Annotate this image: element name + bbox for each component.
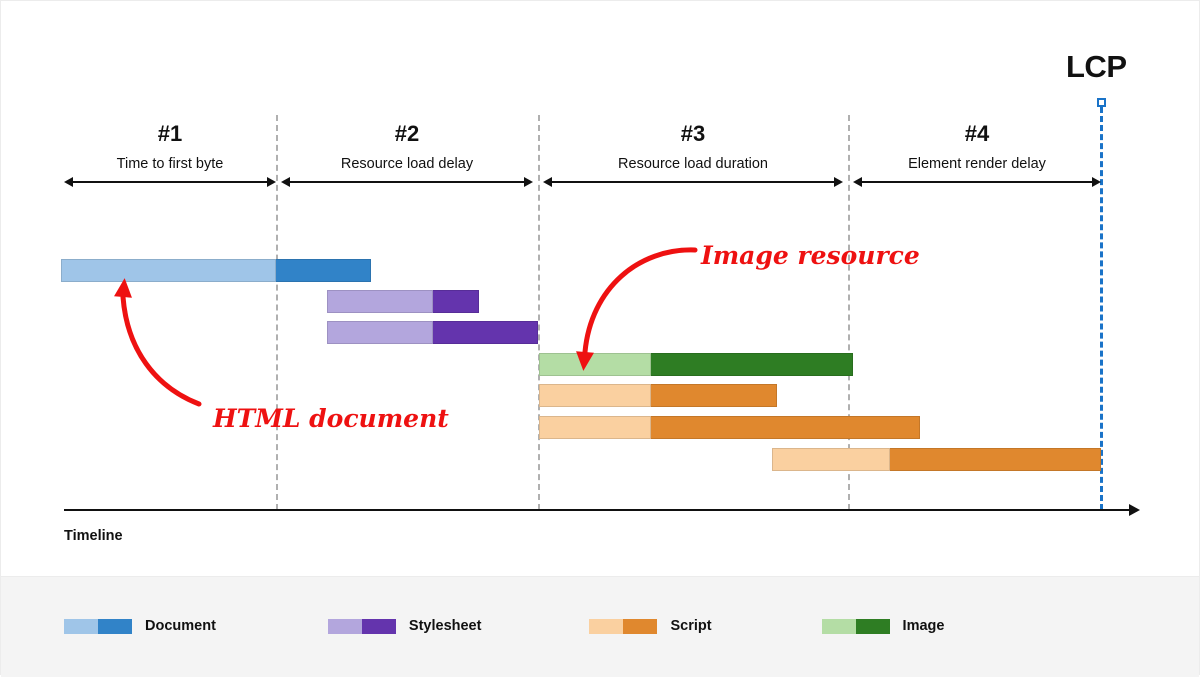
bar-script-3 [772, 448, 1101, 471]
bar-script-1 [539, 384, 777, 407]
arrow-shaft [288, 181, 526, 183]
arrow-head-left-icon [543, 177, 552, 187]
arrow-shaft [860, 181, 1094, 183]
arrow-head-right-icon [834, 177, 843, 187]
arrow-head-left-icon [64, 177, 73, 187]
arrow-head-right-icon [1092, 177, 1101, 187]
phase-measure-arrow-4 [853, 175, 1101, 189]
legend-item-stylesheet[interactable]: Stylesheet [327, 618, 482, 634]
bar-segment-download [890, 448, 1101, 471]
legend-swatch-icon [64, 618, 132, 634]
bar-segment-download [433, 290, 479, 313]
bar-image [539, 353, 853, 376]
legend-label: Stylesheet [408, 618, 482, 634]
legend-swatch-icon [327, 618, 396, 634]
phase-number: #2 [394, 121, 420, 146]
arrow-head-right-icon [524, 177, 533, 187]
bar-segment-download [651, 353, 853, 376]
arrow-shaft [71, 181, 269, 183]
lcp-label: LCP [1066, 49, 1127, 84]
phase-divider-1 [276, 115, 278, 510]
arrow-shaft [550, 181, 836, 183]
bar-stylesheet-1 [327, 290, 479, 313]
bar-segment-wait [327, 321, 433, 344]
phase-number: #4 [964, 121, 990, 146]
phase-name: Resource load duration [618, 156, 768, 172]
legend-label: Script [670, 618, 712, 634]
bar-segment-download [276, 259, 371, 282]
lcp-dashed-line [1100, 107, 1103, 510]
bar-segment-wait [327, 290, 433, 313]
phase-name: Time to first byte [116, 156, 224, 172]
phase-name: Element render delay [908, 156, 1046, 172]
arrow-head-right-icon [267, 177, 276, 187]
legend-item-document[interactable]: Document [64, 618, 216, 634]
phase-number: #1 [157, 121, 183, 146]
phase-measure-arrow-2 [281, 175, 533, 189]
bar-segment-wait [539, 384, 651, 407]
annotation-text-html-document: HTML document [213, 404, 449, 433]
phase-divider-3 [848, 115, 850, 510]
phase-divider-2 [538, 115, 540, 510]
timeline-label: Timeline [64, 528, 123, 544]
lcp-marker-square [1097, 98, 1106, 107]
annotation-arrow-image-resource [576, 247, 698, 371]
annotation-arrow-html-document [114, 278, 202, 407]
bar-segment-wait [772, 448, 890, 471]
bar-segment-wait [539, 416, 651, 439]
bar-stylesheet-2 [327, 321, 538, 344]
phase-measure-arrow-3 [543, 175, 843, 189]
annotation-text-image-resource: Image resource [701, 241, 920, 270]
bar-segment-download [651, 384, 777, 407]
timeline-axis-line [64, 509, 1130, 511]
legend-label: Document [145, 618, 216, 634]
bar-segment-wait [61, 259, 276, 282]
legend: Document Stylesheet Script Image [64, 618, 944, 634]
legend-item-image[interactable]: Image [821, 618, 945, 634]
bar-document [61, 259, 371, 282]
bar-segment-wait [539, 353, 651, 376]
bar-segment-download [433, 321, 538, 344]
phase-name: Resource load delay [340, 156, 474, 172]
legend-swatch-icon [589, 618, 658, 634]
phase-measure-arrow-1 [64, 175, 276, 189]
phase-number: #3 [680, 121, 706, 146]
arrow-head-left-icon [853, 177, 862, 187]
legend-swatch-icon [821, 618, 890, 634]
timeline-axis-arrow-icon [1129, 504, 1140, 516]
bar-segment-download [651, 416, 920, 439]
legend-item-script[interactable]: Script [589, 618, 712, 634]
arrow-head-left-icon [281, 177, 290, 187]
bar-script-2 [539, 416, 920, 439]
legend-label: Image [902, 618, 945, 634]
